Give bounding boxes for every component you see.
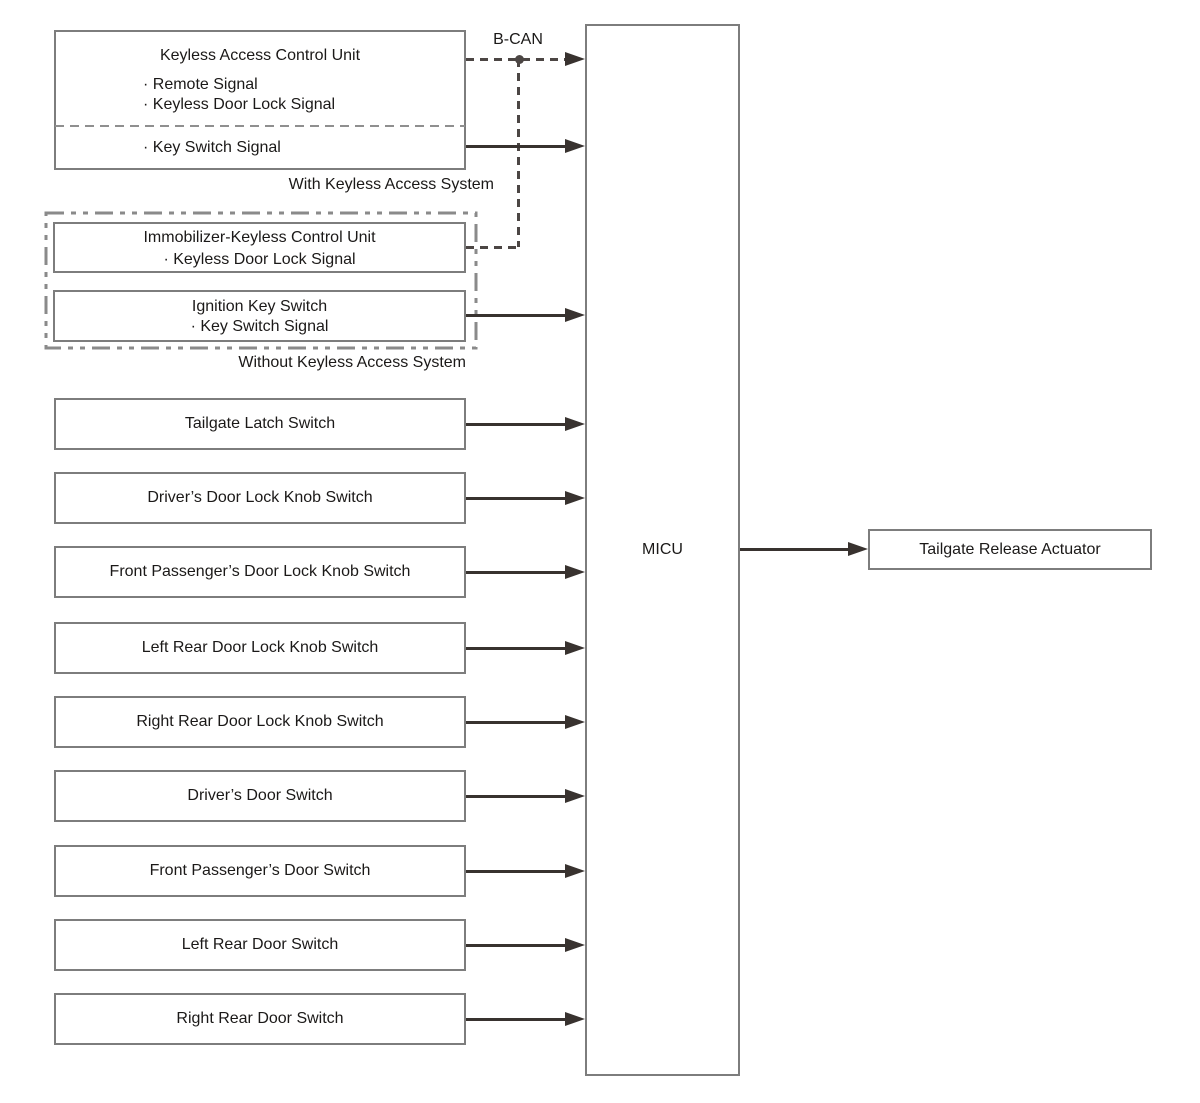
keyless-access-control-unit-box: Keyless Access Control Unit · Remote Sig… (54, 30, 466, 170)
input-arrow-11-arrowhead (565, 1012, 585, 1026)
input-arrow-8-line (466, 795, 567, 798)
b-can-label: B-CAN (493, 31, 543, 48)
micu-box: MICU (585, 24, 740, 1076)
immobilizer-keyless-control-unit-box: Immobilizer-Keyless Control Unit · Keyle… (53, 222, 466, 273)
switch-box-label: Front Passenger’s Door Switch (149, 862, 371, 879)
without-keyless-access-system-caption: Without Keyless Access System (238, 354, 466, 371)
switch-box-label: Front Passenger’s Door Lock Knob Switch (109, 563, 411, 580)
switch-box-label: Left Rear Door Lock Knob Switch (141, 639, 379, 656)
keyless-unit-dashed-divider (55, 125, 465, 127)
switch-box-9: Right Rear Door Switch (54, 993, 466, 1045)
input-arrow-5-line (466, 571, 567, 574)
tailgate-release-actuator-box: Tailgate Release Actuator (868, 529, 1152, 570)
input-arrow-6-line (466, 647, 567, 650)
micu-label: MICU (642, 541, 683, 558)
input-arrow-10-arrowhead (565, 938, 585, 952)
keyless-unit-title: Keyless Access Control Unit (159, 47, 361, 64)
input-arrow-7-line (466, 721, 567, 724)
input-arrow-4-line (466, 497, 567, 500)
switch-box-label: Left Rear Door Switch (181, 936, 339, 953)
switch-box-label: Driver’s Door Switch (187, 787, 333, 804)
switch-box-label: Right Rear Door Lock Knob Switch (136, 713, 384, 730)
key-switch-signal-label: · Key Switch Signal (143, 139, 281, 156)
switch-box-8: Left Rear Door Switch (54, 919, 466, 971)
switch-box-7: Front Passenger’s Door Switch (54, 845, 466, 897)
b-can-immobilizer-stub-line (466, 246, 519, 249)
input-arrow-11-line (466, 1018, 567, 1021)
tailgate-release-actuator-label: Tailgate Release Actuator (919, 540, 1101, 558)
switch-box-label: Right Rear Door Switch (176, 1010, 344, 1027)
b-can-vertical-dashed-line (517, 59, 520, 247)
input-arrow-5-arrowhead (565, 565, 585, 579)
micu-output-arrow-arrowhead (848, 542, 868, 556)
without-keyless-group-outline (44, 211, 478, 350)
input-arrow-3-line (466, 423, 567, 426)
ignition-key-switch-box: Ignition Key Switch · Key Switch Signal (53, 290, 466, 342)
with-keyless-access-system-caption: With Keyless Access System (288, 176, 494, 193)
ignition-title: Ignition Key Switch (191, 298, 328, 315)
ignition-signal-label: · Key Switch Signal (190, 318, 329, 335)
input-arrow-1-line (466, 145, 567, 148)
immobilizer-signal-label: · Keyless Door Lock Signal (163, 251, 356, 268)
switch-box-6: Driver’s Door Switch (54, 770, 466, 822)
micu-output-arrow-line (740, 548, 850, 551)
input-arrow-7-arrowhead (565, 715, 585, 729)
input-arrow-8-arrowhead (565, 789, 585, 803)
input-arrow-2-line (466, 314, 567, 317)
remote-signal-label: · Remote Signal (143, 76, 258, 93)
input-arrow-3-arrowhead (565, 417, 585, 431)
input-arrow-10-line (466, 944, 567, 947)
switch-box-label: Driver’s Door Lock Knob Switch (147, 489, 373, 506)
keyless-door-lock-signal-label: · Keyless Door Lock Signal (143, 96, 336, 113)
switch-box-label: Tailgate Latch Switch (184, 415, 336, 432)
switch-box-5: Right Rear Door Lock Knob Switch (54, 696, 466, 748)
switch-box-4: Left Rear Door Lock Knob Switch (54, 622, 466, 674)
switch-box-2: Driver’s Door Lock Knob Switch (54, 472, 466, 524)
immobilizer-title: Immobilizer-Keyless Control Unit (143, 229, 376, 246)
switch-box-1: Tailgate Latch Switch (54, 398, 466, 450)
input-arrow-9-line (466, 870, 567, 873)
input-arrow-9-arrowhead (565, 864, 585, 878)
input-arrow-2-arrowhead (565, 308, 585, 322)
input-arrow-4-arrowhead (565, 491, 585, 505)
input-arrow-1-arrowhead (565, 139, 585, 153)
b-can-arrowhead (565, 52, 585, 66)
input-arrow-6-arrowhead (565, 641, 585, 655)
switch-box-3: Front Passenger’s Door Lock Knob Switch (54, 546, 466, 598)
